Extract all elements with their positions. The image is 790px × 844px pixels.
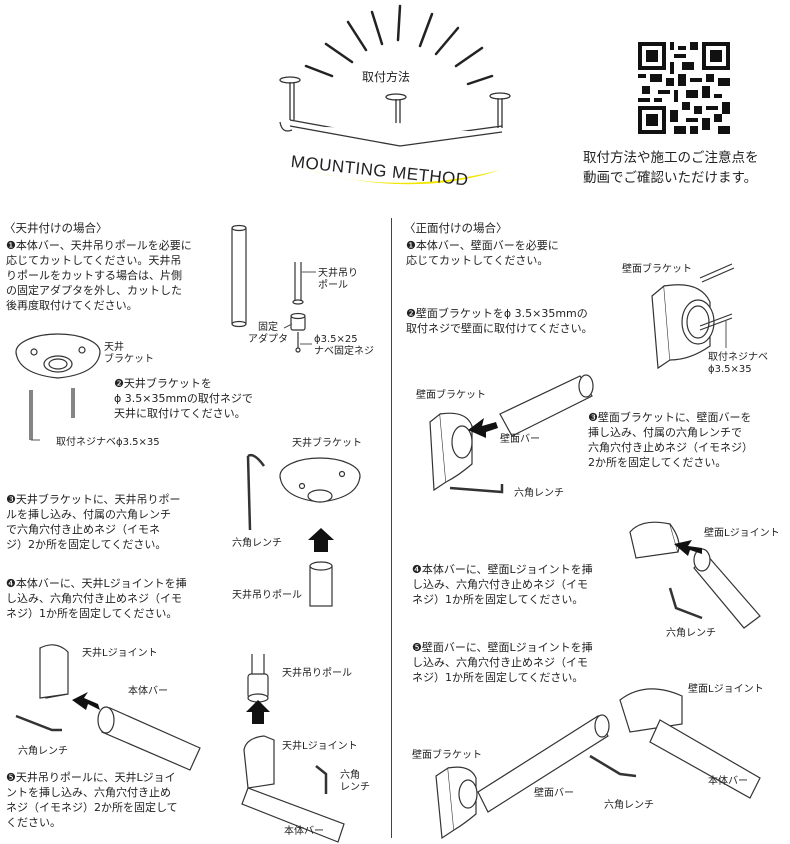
wall-assembly-illustration [435, 688, 761, 840]
ceiling-label-ljoint-2: 天井Lジョイント [282, 741, 358, 752]
ceiling-ljoint-illustration [15, 644, 201, 771]
ceiling-label-bar-2: 本体バー [284, 826, 324, 837]
ceiling-label-adapter: 固定 アダプタ [248, 322, 288, 345]
wall-label-bar: 本体バー [708, 776, 748, 787]
wall-label-wallbar-2: 壁面バー [534, 788, 574, 799]
wall-label-wrench-3: 六角レンチ [604, 800, 654, 811]
ceiling-label-pole-2: 天井吊りポール [232, 590, 302, 601]
ceiling-label-wrench-3: 六角 レンチ [340, 770, 370, 793]
ceiling-assembly-illustration [241, 654, 345, 843]
wall-label-wrench-2: 六角レンチ [666, 628, 716, 639]
ceiling-label-wrench-2: 六角レンチ [18, 746, 68, 757]
wall-step-2: ❷壁面ブラケットをϕ 3.5×35mmの 取付ネジで壁面に取付けてください。 [406, 307, 593, 335]
wall-bracket-illustration [651, 263, 735, 370]
wall-label-bracket-2: 壁面ブラケット [416, 390, 486, 401]
ceiling-bracket-illustration [15, 333, 101, 441]
section-divider [391, 218, 392, 838]
ceiling-label-bracket: 天井 ブラケット [104, 342, 154, 365]
wall-label-wrench: 六角レンチ [514, 488, 564, 499]
pole-illustration [231, 224, 316, 353]
ceiling-label-screw: 取付ネジナベϕ3.5×35 [56, 437, 160, 448]
header-title-jp: 取付方法 [362, 70, 411, 84]
ceiling-label-ljoint: 天井Lジョイント [82, 648, 158, 659]
ceiling-label-bar: 本体バー [128, 686, 168, 697]
ceiling-label-pole: 天井吊り ポール [318, 268, 358, 291]
ceiling-step-3: ❸天井ブラケットに、天井吊りポー ルを挿し込み、付属の六角レンチ で六角穴付き止… [6, 493, 181, 551]
qr-code [638, 42, 730, 134]
bracket-pole-illustration [246, 453, 361, 607]
wall-label-ljoint-2: 壁面Lジョイント [688, 684, 764, 695]
ceiling-label-pole-3: 天井吊りポール [282, 668, 352, 679]
wall-step-5: ❺壁面バーに、壁面Lジョイントを挿 し込み、六角穴付き止めネジ（イモ ネジ）1か… [412, 641, 593, 684]
wall-label-bracket: 壁面ブラケット [622, 264, 692, 275]
wall-label-bracket-3: 壁面ブラケット [412, 750, 482, 761]
ceiling-step-4: ❹本体バーに、天井Lジョイントを挿 し込み、六角穴付き止めネジ（イモ ネジ）1か… [6, 577, 187, 620]
qr-caption: 取付方法や施工のご注意点を 動画でご確認いただけます。 [583, 150, 759, 186]
wall-label-screw: 取付ネジナベ ϕ3.5×35 [708, 352, 768, 375]
ceiling-step-5: ❺天井吊りポールに、天井Lジョイ ントを挿し込み、六角穴付き止め ネジ（イモネジ… [6, 771, 178, 829]
wall-step-3: ❸壁面ブラケットに、壁面バーを 挿し込み、付属の六角レンチで 六角穴付き止めネジ… [588, 411, 753, 469]
wall-heading: 〈正面付けの場合〉 [404, 221, 508, 235]
wall-label-ljoint: 壁面Lジョイント [704, 528, 780, 539]
ceiling-label-wrench: 六角レンチ [232, 538, 282, 549]
wall-step-4: ❹本体バーに、壁面Lジョイントを挿 し込み、六角穴付き止めネジ（イモ ネジ）1か… [412, 563, 593, 606]
ceiling-step-2: ❷天井ブラケットを ϕ 3.5×35mmの取付ネジで 天井に取付けてください。 [114, 377, 253, 420]
ceiling-step-1: ❶本体バー、天井吊りポールを必要に 応じてカットしてください。天井吊 りポールを… [6, 239, 192, 312]
ceiling-label-bracket-2: 天井ブラケット [292, 438, 362, 449]
wall-step-1: ❶本体バー、壁面バーを必要に 応じてカットしてください。 [406, 239, 559, 267]
header-graphic [279, 4, 511, 185]
wall-bracket-bar-illustration [429, 374, 594, 494]
ceiling-label-screw-size: ϕ3.5×25 ナベ固定ネジ [314, 334, 374, 357]
ceiling-heading: 〈天井付けの場合〉 [4, 221, 108, 235]
wall-label-wallbar: 壁面バー [500, 434, 540, 445]
wall-ljoint-bar-illustration [629, 521, 761, 629]
